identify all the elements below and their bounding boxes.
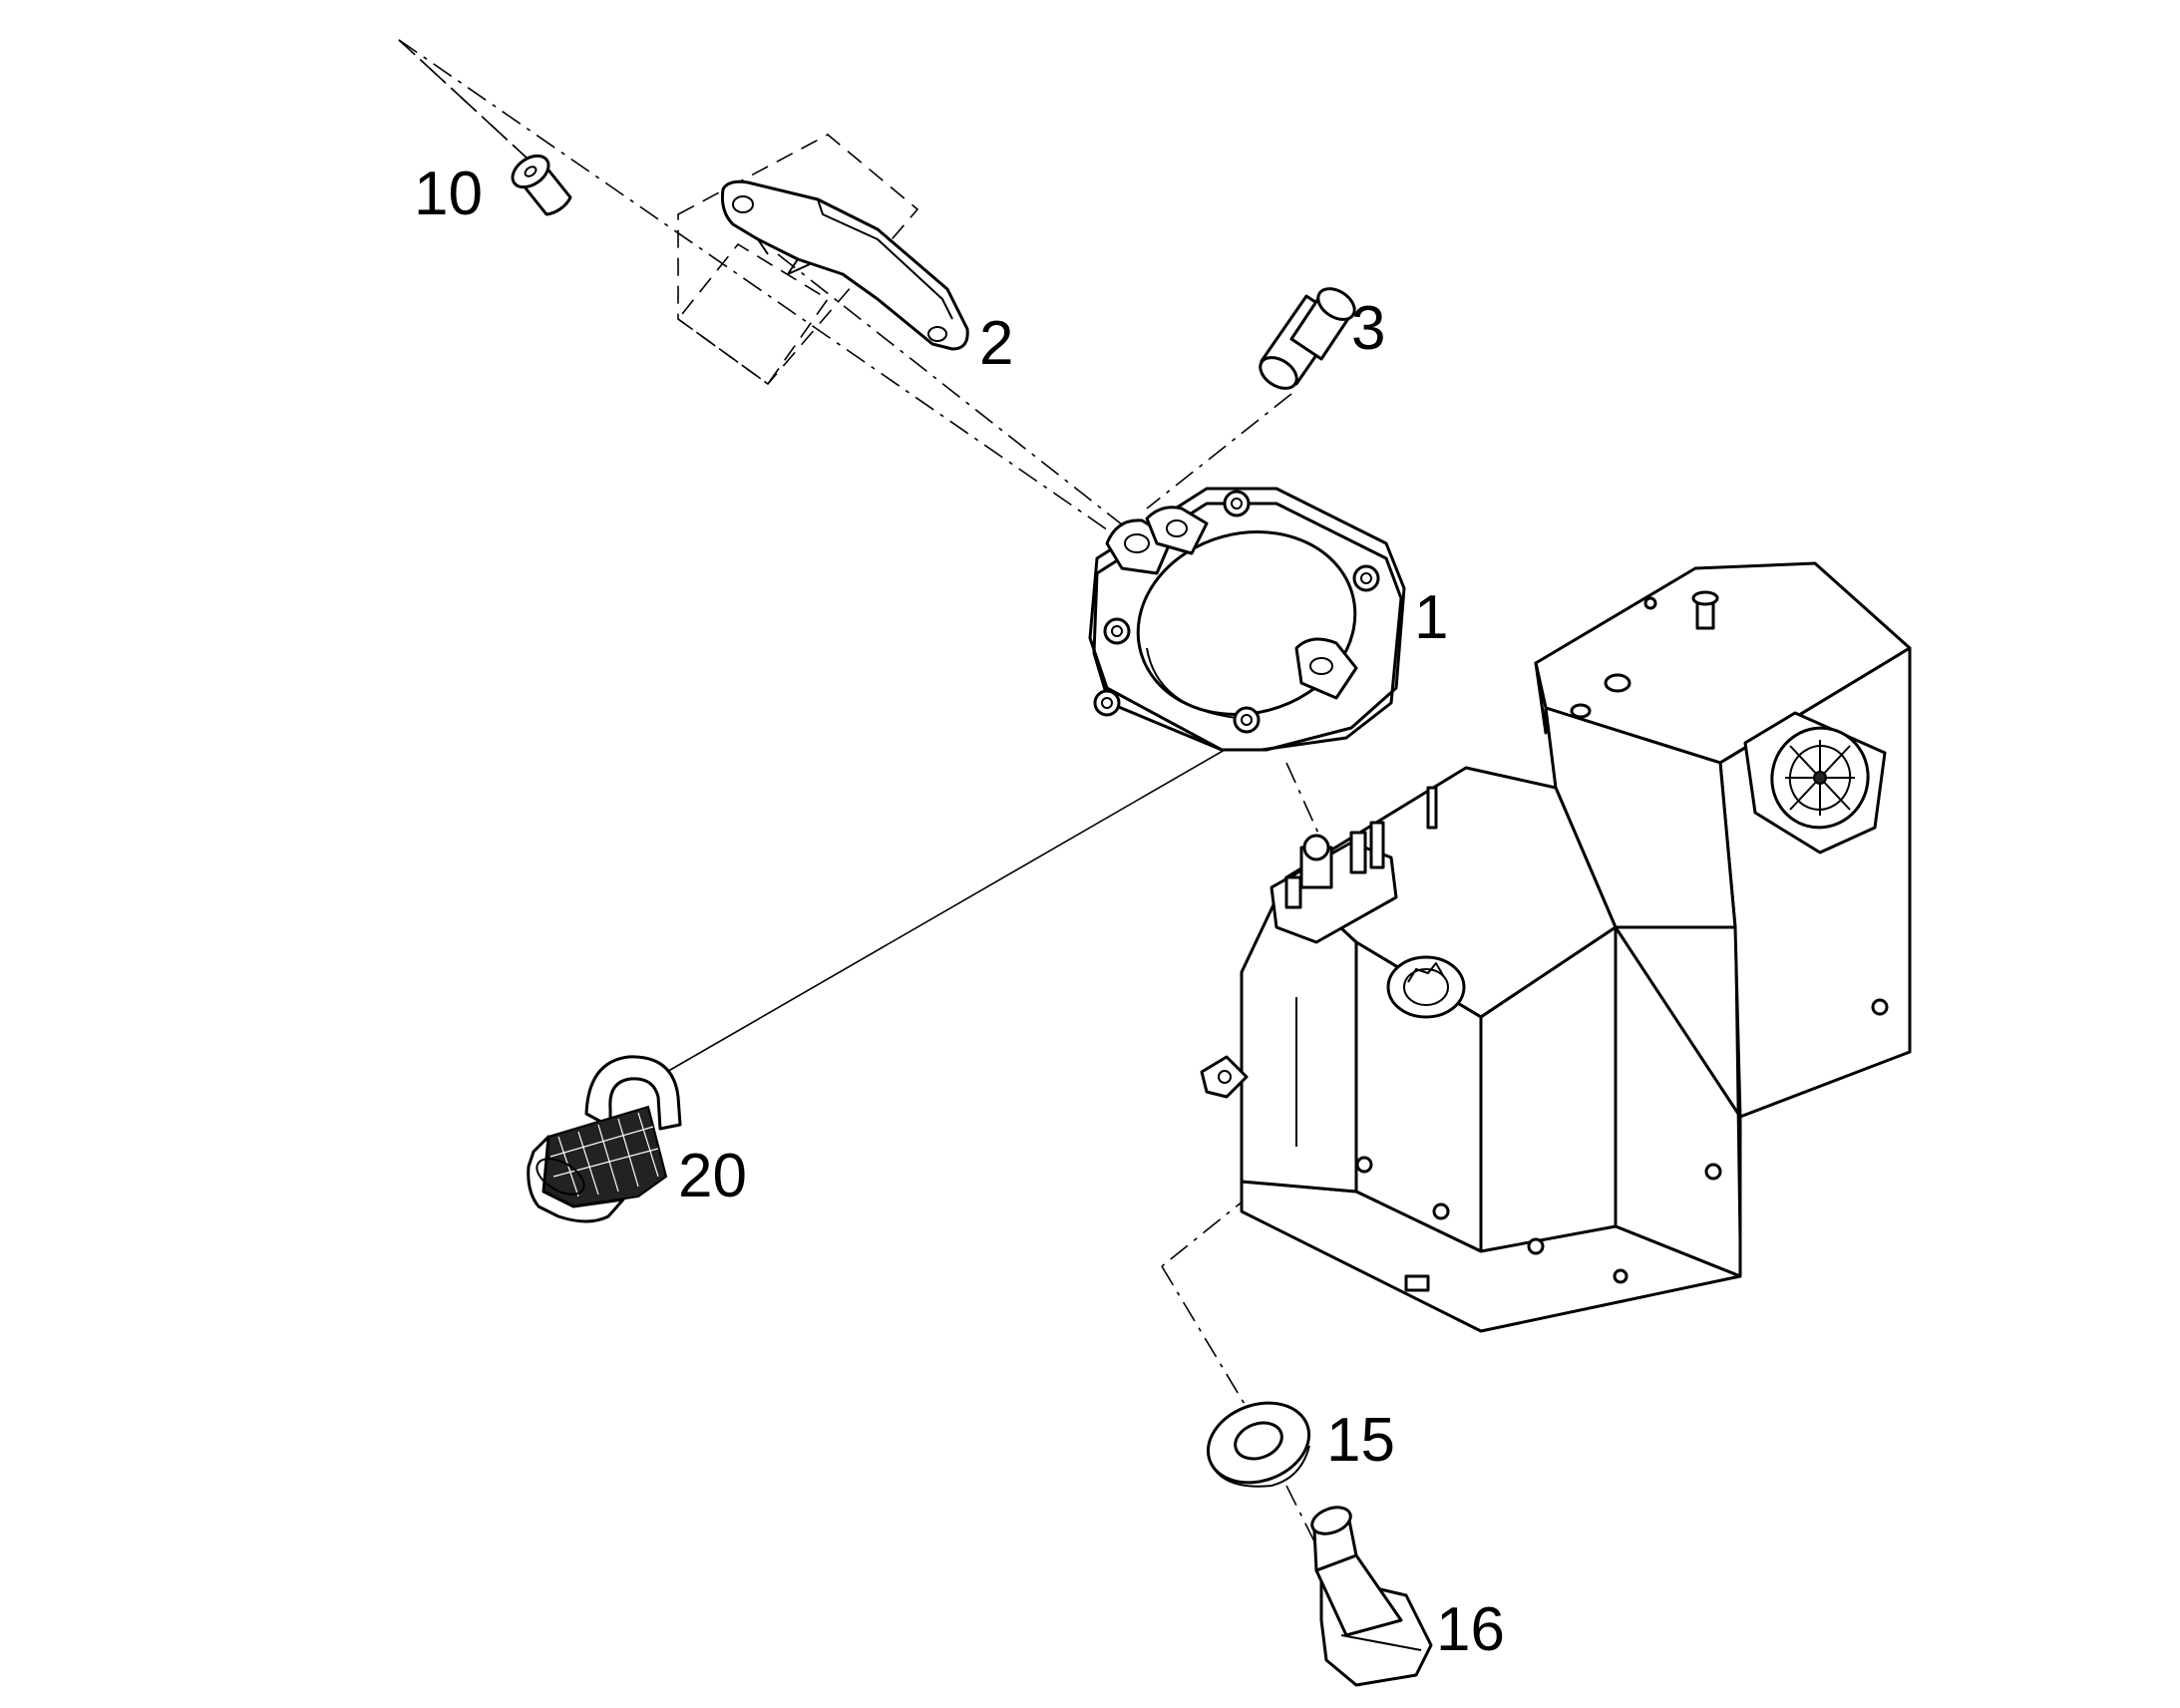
part-1-mounting-plate (1088, 487, 1406, 752)
padlock-knurl (549, 1112, 659, 1197)
callout-3: 3 (1351, 294, 1385, 363)
part-2-hasp-bracket (676, 134, 969, 386)
callout-20: 20 (678, 1142, 747, 1210)
callout-15: 15 (1326, 1406, 1395, 1475)
side-meter-dial (1743, 711, 1887, 854)
part-3-insert (1259, 287, 1356, 390)
main-enclosure-assembly (1200, 561, 1912, 1333)
callout-labels: 10 2 3 1 20 15 16 (414, 160, 1505, 1664)
callout-16: 16 (1436, 1595, 1505, 1664)
part-15-washer (1206, 1401, 1311, 1488)
plate-nuts (1093, 490, 1380, 734)
terminal-block (1270, 786, 1438, 944)
callout-2: 2 (979, 309, 1013, 378)
callout-1: 1 (1414, 583, 1448, 652)
part-16-bolt (1310, 1506, 1433, 1687)
part-10-pin (511, 154, 572, 216)
rotary-selector-knob (1386, 955, 1466, 1019)
callout-10: 10 (414, 160, 483, 228)
part-20-padlock (527, 1055, 682, 1223)
